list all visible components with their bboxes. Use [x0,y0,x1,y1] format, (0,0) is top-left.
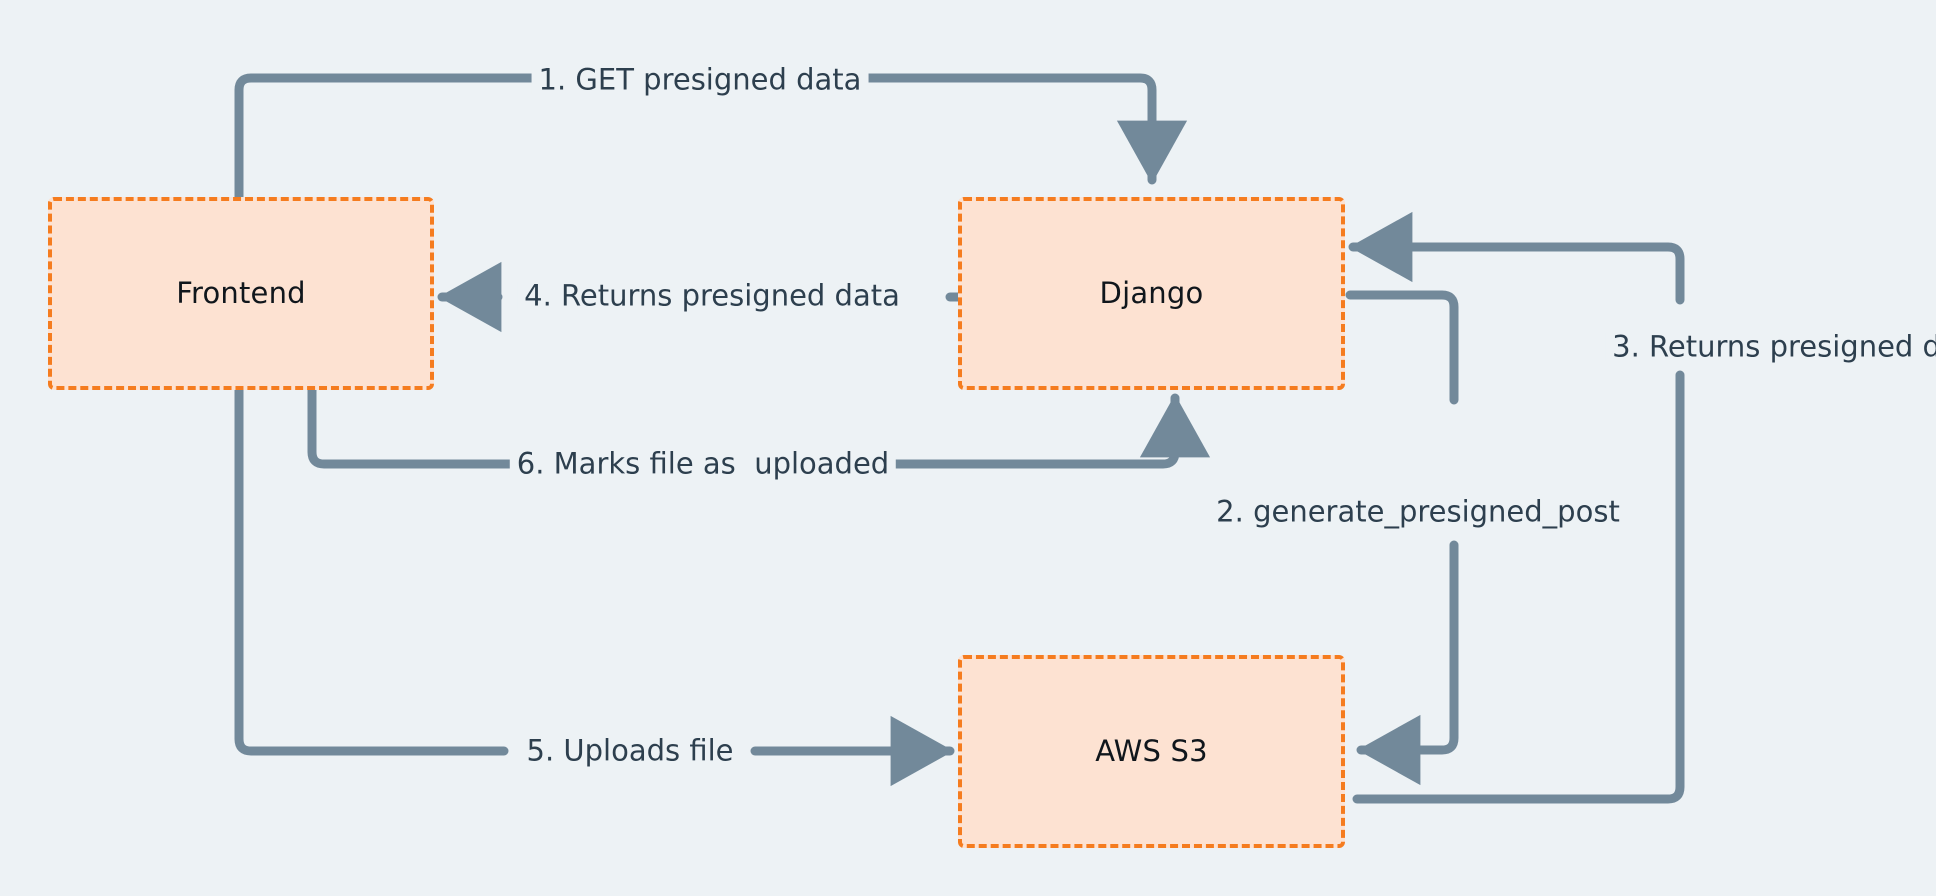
edge-label-2: 2. generate_presigned_post [1209,497,1627,527]
node-frontend[interactable]: Frontend [48,197,434,390]
edge-path-6b [888,393,1211,469]
edge-path-2b [1356,540,1459,786]
edge-label-5: 5. Uploads file [519,736,741,766]
edge-path-5a [234,385,509,756]
node-django-label: Django [1099,276,1204,310]
edge-label-1: 1. GET presigned data [531,65,869,95]
node-aws-s3[interactable]: AWS S3 [958,655,1345,848]
edge-path-1b [857,73,1188,185]
edge-path-3a [1348,211,1685,305]
edge-path-2a [1345,290,1459,405]
edge-path-1a [234,73,549,202]
edge-label-6: 6. Marks file as uploaded [509,449,897,479]
node-django[interactable]: Django [958,197,1345,390]
edge-path-6a [307,385,517,469]
node-aws-s3-label: AWS S3 [1095,734,1208,768]
node-frontend-label: Frontend [176,276,306,310]
edge-label-4: 4. Returns presigned data [517,281,907,311]
edge-path-3b [1352,370,1685,804]
edge-label-3: 3. Returns presigned data [1605,332,1936,362]
